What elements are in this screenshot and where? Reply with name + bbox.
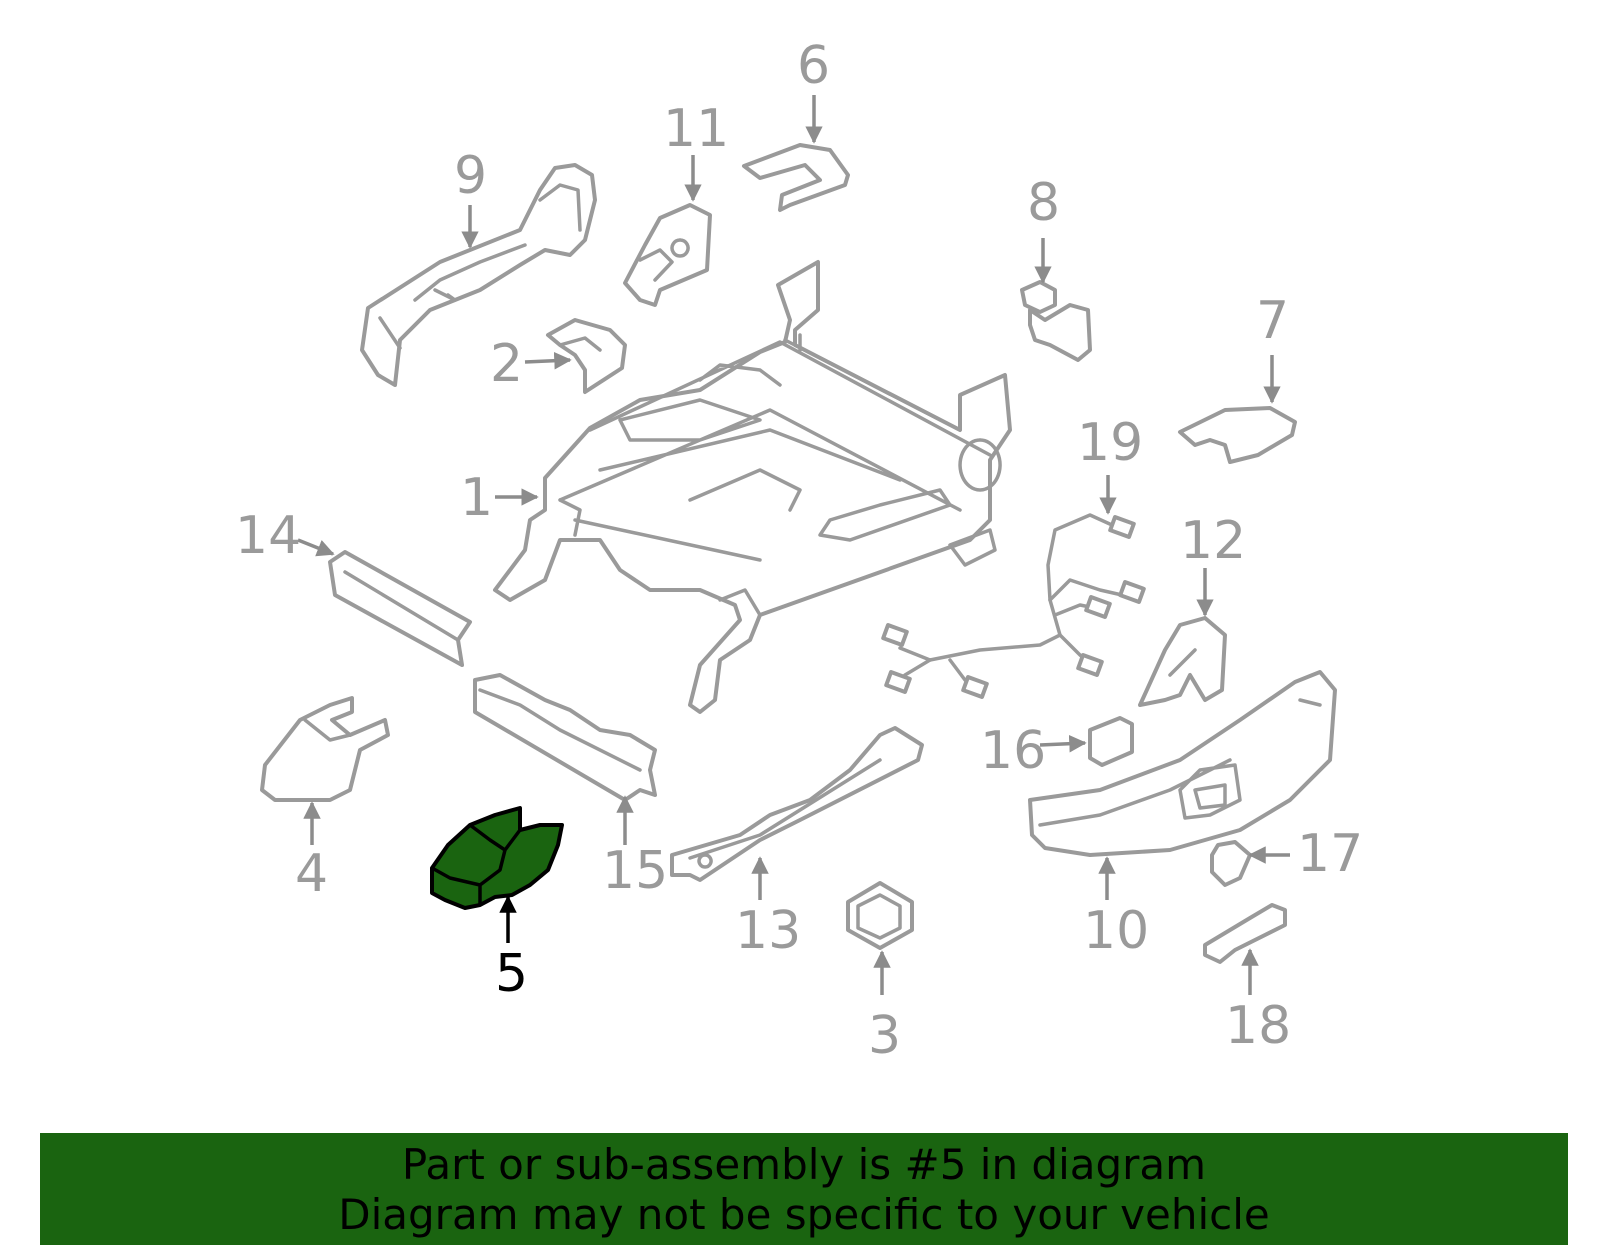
callout-label-7: 7 — [1256, 291, 1290, 351]
callout-label-12: 12 — [1180, 511, 1247, 571]
banner-line-1: Part or sub-assembly is #5 in diagram — [401, 1140, 1207, 1189]
callout-label-13: 13 — [735, 901, 802, 961]
callout-label-16: 16 — [980, 721, 1047, 781]
diagram-drawing — [260, 95, 1337, 995]
callout-label-9: 9 — [454, 146, 488, 206]
part-4-cover — [260, 696, 390, 802]
part-10-side-trim — [1028, 670, 1337, 857]
part-2-clip — [546, 318, 627, 394]
parts-diagram: 9 11 6 8 7 2 1 14 19 12 16 4 5 15 13 10 … — [235, 36, 1364, 1066]
part-14-trim — [328, 550, 472, 667]
part-16-block — [1088, 716, 1134, 767]
callout-label-4: 4 — [295, 844, 329, 904]
callout-label-1: 1 — [460, 468, 494, 528]
info-banner: Part or sub-assembly is #5 in diagram Di… — [40, 1133, 1568, 1245]
callout-label-6: 6 — [797, 36, 831, 96]
part-18-bracket — [1203, 903, 1287, 964]
part-19-harness — [881, 513, 1146, 699]
callout-label-11: 11 — [663, 99, 730, 159]
part-1-seat-frame — [493, 260, 1012, 714]
part-6-cover — [742, 143, 850, 212]
part-13-rail — [670, 726, 924, 882]
part-5-highlighted — [430, 806, 564, 910]
part-3-button — [846, 881, 914, 950]
callout-label-15: 15 — [602, 841, 669, 901]
callout-label-5: 5 — [495, 944, 529, 1004]
part-15-trim — [473, 673, 657, 802]
callout-label-18: 18 — [1225, 996, 1292, 1056]
callout-label-14: 14 — [235, 506, 302, 566]
part-17-cap — [1210, 840, 1252, 887]
callout-label-10: 10 — [1083, 901, 1150, 961]
callout-label-17: 17 — [1297, 824, 1364, 884]
callout-label-2: 2 — [490, 334, 524, 394]
callout-label-19: 19 — [1077, 413, 1144, 473]
part-8-clip — [1020, 280, 1092, 362]
callout-label-8: 8 — [1027, 173, 1061, 233]
part-12-bracket — [1138, 616, 1227, 707]
part-9-side-shield — [360, 163, 597, 387]
banner-line-2: Diagram may not be specific to your vehi… — [338, 1190, 1270, 1239]
callout-label-3: 3 — [868, 1006, 902, 1066]
callout-arrows — [297, 95, 1290, 995]
part-11-bracket — [623, 203, 712, 307]
part-7-bracket — [1178, 406, 1297, 464]
